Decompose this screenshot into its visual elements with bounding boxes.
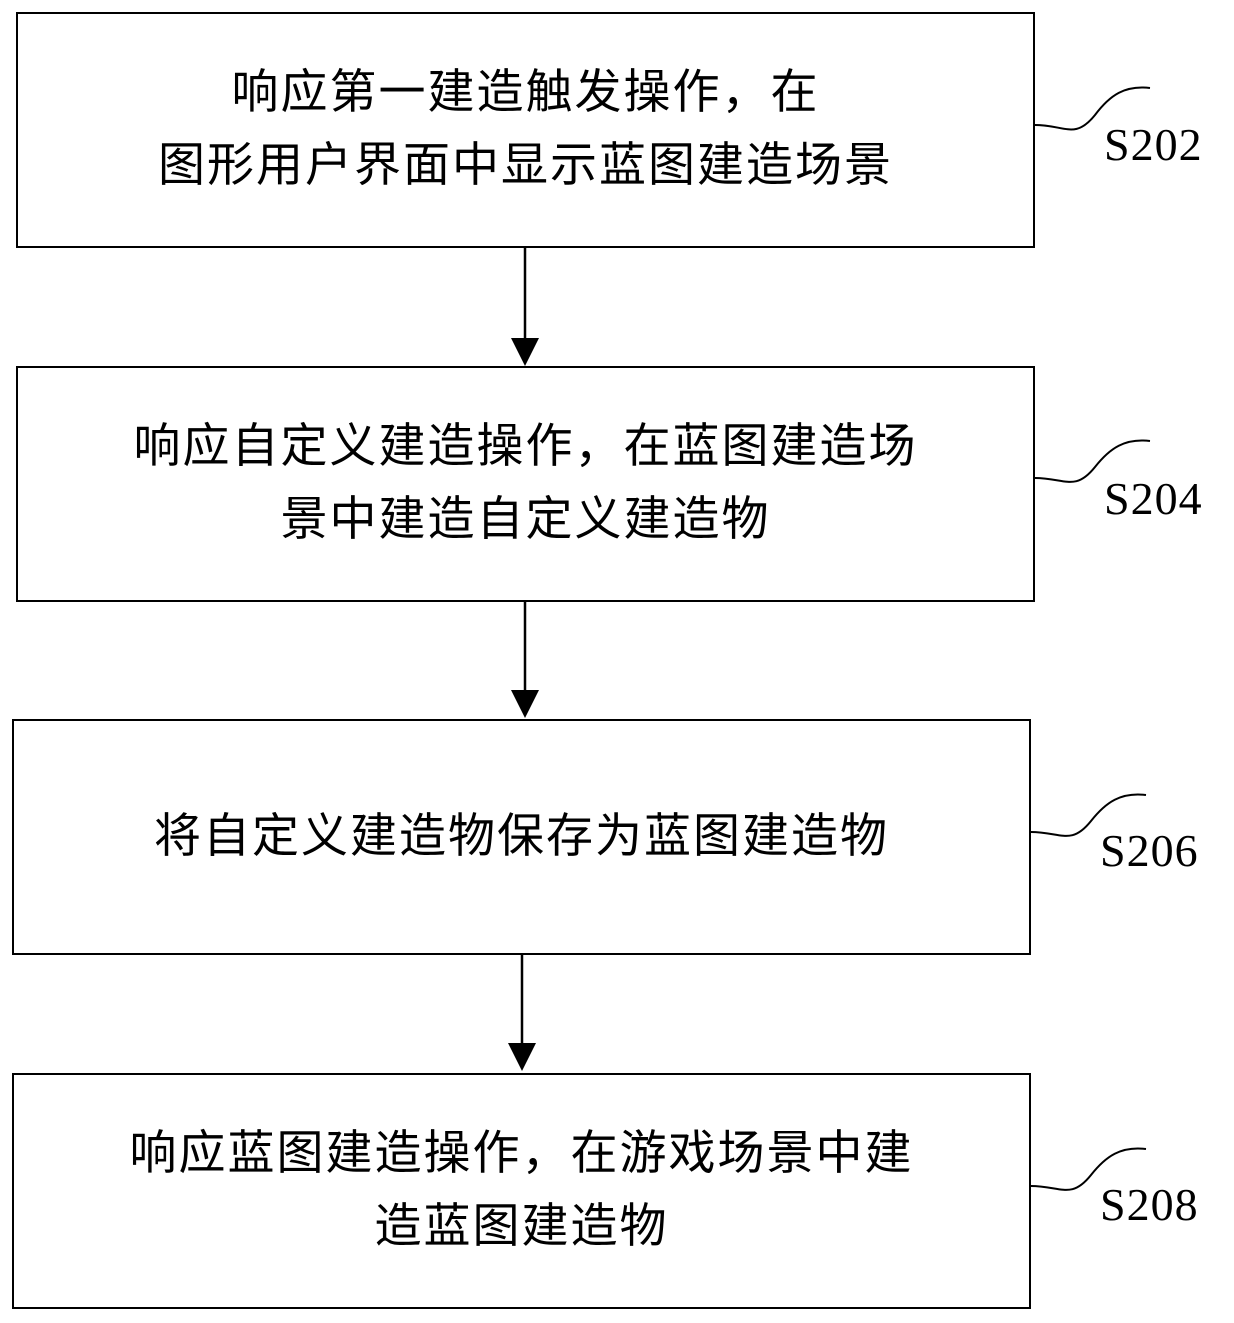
step-box-s206: 将自定义建造物保存为蓝图建造物 [12,719,1031,955]
flow-arrow-1 [511,248,539,366]
step-s202-line-2: 图形用户界面中显示蓝图建造场景 [158,138,893,193]
step-s206-line-1: 将自定义建造物保存为蓝图建造物 [154,808,889,864]
step-s204-line-1: 响应自定义建造操作，在蓝图建造场 [133,419,918,475]
step-text-s204: 响应自定义建造操作，在蓝图建造场 景中建造自定义建造物 [134,411,918,557]
step-label-s206: S206 [1100,825,1199,876]
flow-arrow-2 [511,602,539,718]
step-text-s202: 响应第一建造触发操作，在 图形用户界面中显示蓝图建造场景 [158,57,893,203]
step-box-s204: 响应自定义建造操作，在蓝图建造场 景中建造自定义建造物 [16,366,1035,602]
step-s208-line-1: 响应蓝图建造操作，在游戏场景中建 [129,1126,914,1182]
step-text-s208: 响应蓝图建造操作，在游戏场景中建 造蓝图建造物 [130,1118,914,1264]
flow-arrow-3 [508,955,536,1071]
step-text-s206: 将自定义建造物保存为蓝图建造物 [154,801,889,874]
step-label-s208: S208 [1100,1179,1199,1230]
step-s208-line-2: 造蓝图建造物 [374,1199,669,1254]
step-label-s204: S204 [1104,473,1203,524]
step-s202-line-1: 响应第一建造触发操作，在 [231,65,820,121]
step-box-s208: 响应蓝图建造操作，在游戏场景中建 造蓝图建造物 [12,1073,1031,1309]
step-s204-line-2: 景中建造自定义建造物 [280,492,771,547]
step-box-s202: 响应第一建造触发操作，在 图形用户界面中显示蓝图建造场景 [16,12,1035,248]
step-label-s202: S202 [1104,119,1203,170]
